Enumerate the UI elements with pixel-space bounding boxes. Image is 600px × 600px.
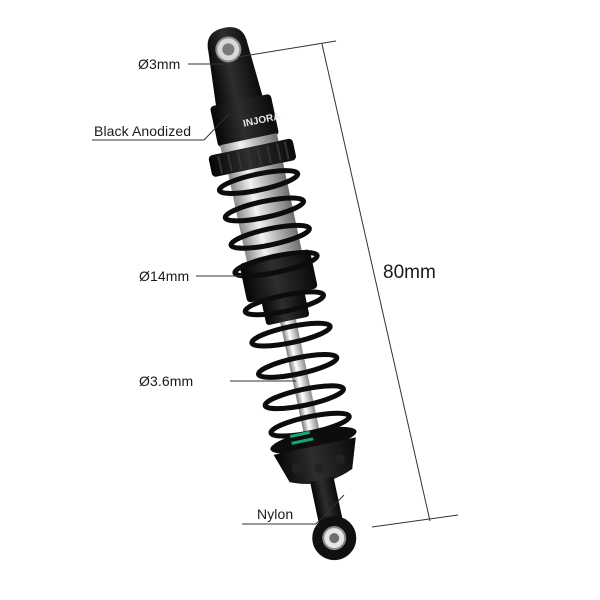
body-diameter-label: Ø14mm: [139, 268, 190, 284]
leader-lines: [92, 63, 345, 525]
finish-label: Black Anodized: [94, 123, 192, 139]
material-label: Nylon: [257, 506, 294, 522]
eyelet-diameter-label: Ø3mm: [138, 56, 181, 72]
shock-body: INJORA: [207, 27, 357, 561]
dimension-lines: [237, 40, 459, 528]
overall-length-label: 80mm: [383, 262, 436, 283]
shaft-diameter-label: Ø3.6mm: [139, 373, 194, 389]
